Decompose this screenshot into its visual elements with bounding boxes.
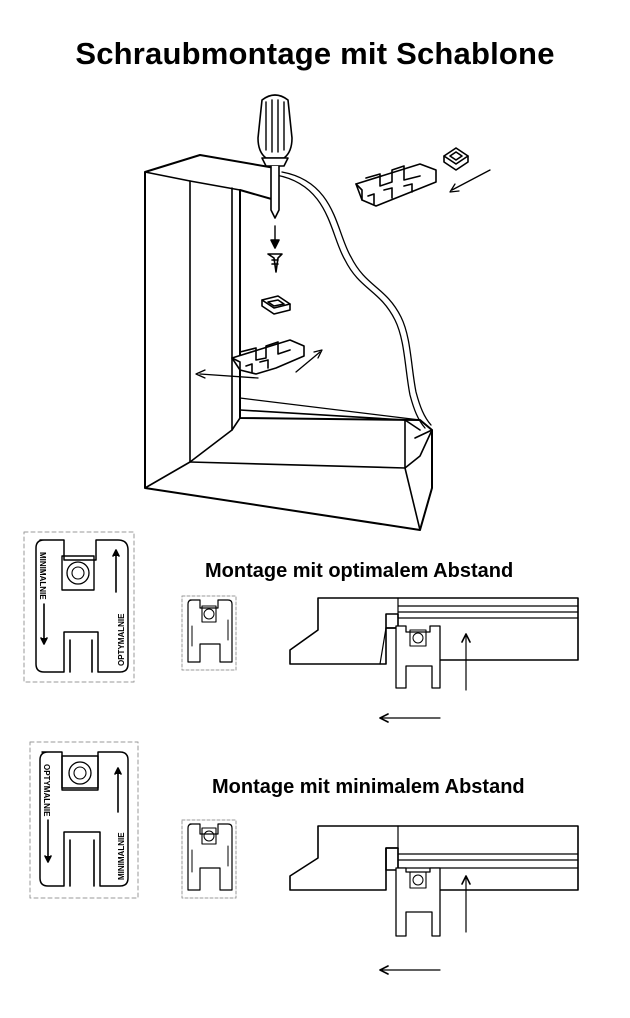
- label-minimalnie: MINIMALNIE: [38, 552, 47, 600]
- label-optymalnie: OPTYMALNIE: [117, 613, 126, 666]
- page-title: Schraubmontage mit Schablone: [75, 36, 555, 71]
- mounting-clip-detail-icon: [355, 163, 437, 207]
- heading-minimal-distance: Montage mit minimalem Abstand: [212, 776, 525, 798]
- frame-section-minimal: [289, 825, 579, 975]
- template-large-optimal: [23, 531, 135, 683]
- mounting-clip-icon: [231, 339, 305, 375]
- insert-arrow: [449, 169, 491, 193]
- cover-cap-icon: [261, 295, 291, 315]
- label-minimalnie-2: MINIMALNIE: [117, 832, 126, 880]
- frame-section-optimal: [289, 597, 579, 723]
- direction-arrows: [195, 349, 323, 379]
- template-small-optimal: [181, 595, 237, 671]
- template-small-minimal: [181, 819, 237, 899]
- cover-cap-detail-icon: [443, 147, 469, 171]
- screw-icon: [267, 225, 283, 273]
- screwdriver-icon: [257, 94, 293, 219]
- template-large-minimal: [29, 741, 139, 899]
- label-optymalnie-2: OPTYMALNIE: [42, 764, 51, 817]
- window-frame-illustration: [144, 154, 433, 531]
- heading-optimal-distance: Montage mit optimalem Abstand: [205, 560, 514, 582]
